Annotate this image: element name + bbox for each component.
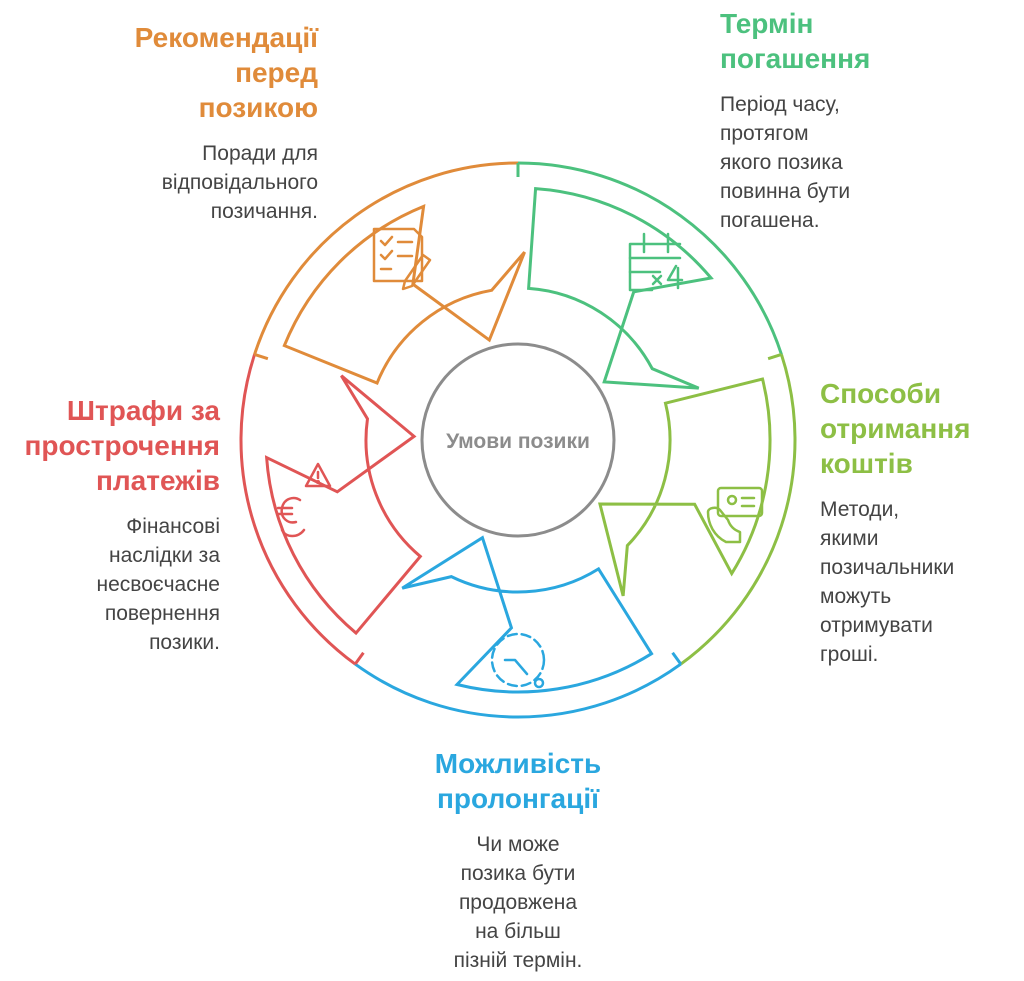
title-line: Рекомендації xyxy=(134,22,318,53)
segment-description: Чи може позика бути продовжена на більш … xyxy=(368,830,668,975)
title-line: Можливість xyxy=(434,748,602,779)
segment-description: Поради для відповідального позичання. xyxy=(18,139,318,226)
outer-arc-methods xyxy=(679,353,797,666)
desc-line: відповідального xyxy=(161,171,318,194)
title-line: Способи xyxy=(820,378,942,409)
segment-penalties: Штрафи за прострочення платежів Фінансов… xyxy=(0,393,220,657)
desc-line: отримувати xyxy=(820,614,933,637)
segment-title: Способи отримання коштів xyxy=(820,376,1020,481)
inner-ring xyxy=(264,187,772,694)
outer-arc-penalties xyxy=(239,353,357,666)
segment-methods: Способи отримання коштів Методи, якими п… xyxy=(820,376,1020,669)
inner-segment-recommendations xyxy=(282,203,526,386)
segment-description: Методи, якими позичальники можуть отриму… xyxy=(820,495,1020,669)
outer-divider xyxy=(353,651,365,665)
desc-line: гроші. xyxy=(820,643,879,666)
segment-prolongation: Можливість пролонгації Чи може позика бу… xyxy=(368,746,668,975)
desc-line: протягом xyxy=(720,122,809,145)
inner-segment-penalties xyxy=(264,374,423,636)
desc-line: повинна бути xyxy=(720,180,851,203)
title-line: погашення xyxy=(720,43,871,74)
center-circle xyxy=(420,342,616,538)
outer-divider xyxy=(767,352,782,361)
segment-title: Штрафи за прострочення платежів xyxy=(0,393,220,498)
title-line: пролонгації xyxy=(437,783,599,814)
desc-line: повернення xyxy=(104,602,220,625)
desc-line: несвоєчасне xyxy=(96,573,221,596)
outer-arc-recommendations xyxy=(253,161,519,355)
desc-line: позичання. xyxy=(210,200,318,223)
outer-divider xyxy=(671,651,683,665)
desc-line: на більш xyxy=(475,920,561,943)
title-line: позикою xyxy=(198,92,318,123)
desc-line: позика бути xyxy=(460,862,576,885)
desc-line: продовжена xyxy=(458,891,578,914)
inner-segment-prolongation xyxy=(401,535,654,694)
segment-description: Період часу, протягом якого позика повин… xyxy=(720,90,1000,235)
title-line: Штрафи за xyxy=(66,395,220,426)
segment-title: Рекомендації перед позикою xyxy=(18,20,318,125)
center-label: Умови позики xyxy=(446,430,590,453)
title-line: отримання xyxy=(820,413,971,444)
desc-line: Методи, xyxy=(820,498,900,521)
clock-dashed-icon xyxy=(490,632,546,689)
segment-term: Термін погашення Період часу, протягом я… xyxy=(720,6,1000,235)
title-line: Термін xyxy=(720,8,814,39)
segment-recommendations: Рекомендації перед позикою Поради для ві… xyxy=(18,20,318,226)
desc-line: Період часу, xyxy=(720,93,840,116)
outer-arc-term xyxy=(517,161,783,355)
desc-line: Поради для xyxy=(202,142,318,165)
desc-line: погашена. xyxy=(720,209,820,232)
desc-line: можуть xyxy=(820,585,892,608)
hand-card-icon xyxy=(706,486,764,544)
outer-divider xyxy=(254,352,269,361)
checklist-pen-icon xyxy=(372,227,432,291)
title-line: коштів xyxy=(820,448,913,479)
desc-line: позики. xyxy=(149,631,220,654)
segment-description: Фінансові наслідки за несвоєчасне поверн… xyxy=(0,512,221,657)
inner-segment-term xyxy=(527,187,714,390)
euro-warning-icon xyxy=(276,462,332,538)
desc-line: Чи може xyxy=(476,833,560,856)
segment-title: Термін погашення xyxy=(720,6,1000,76)
desc-line: наслідки за xyxy=(108,544,220,567)
segment-title: Можливість пролонгації xyxy=(368,746,668,816)
desc-line: якого позика xyxy=(720,151,843,174)
outer-ring xyxy=(239,161,797,719)
desc-line: позичальники xyxy=(820,556,955,579)
calendar-x4-icon xyxy=(628,232,684,292)
title-line: перед xyxy=(235,57,318,88)
desc-line: пізній термін. xyxy=(453,949,583,972)
desc-line: якими xyxy=(820,527,879,550)
title-line: платежів xyxy=(95,465,220,496)
desc-line: Фінансові xyxy=(126,515,220,538)
title-line: прострочення xyxy=(24,430,220,461)
outer-arc-prolongation xyxy=(354,662,682,719)
